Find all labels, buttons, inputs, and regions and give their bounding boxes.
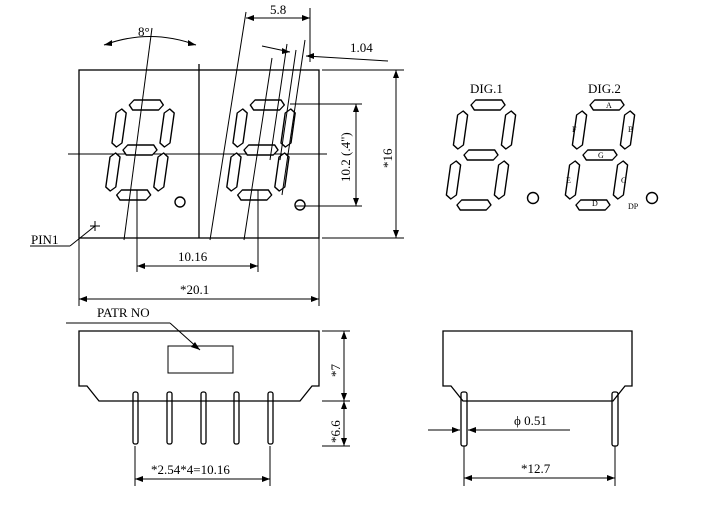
digit-pitch-label: 10.16 bbox=[178, 249, 208, 264]
side-body-outline bbox=[78, 330, 320, 402]
segment-e-label: E bbox=[566, 176, 571, 185]
segment-diagram: DIG.1 DIG.2 A B C D E F G DP bbox=[445, 81, 659, 211]
pin-diameter-label: ϕ 0.51 bbox=[514, 413, 547, 428]
slant-offset-label: 1.04 bbox=[350, 40, 373, 55]
front-digit-1-dp bbox=[174, 196, 186, 208]
row-spacing-label: *12.7 bbox=[521, 461, 551, 476]
end-body-outline bbox=[442, 330, 633, 402]
label-digit-2-dp bbox=[645, 191, 659, 205]
pin-length-label: *6.6 bbox=[328, 420, 343, 443]
part-number-box bbox=[167, 345, 234, 374]
segment-dp-label: DP bbox=[628, 202, 639, 211]
segment-c-label: C bbox=[621, 176, 626, 185]
top-width-label: 5.8 bbox=[270, 2, 286, 17]
front-digit-2-dp bbox=[294, 199, 306, 211]
body-height-label: *7 bbox=[328, 364, 343, 378]
pin1-label: PIN1 bbox=[31, 232, 58, 247]
pin-pitch-label: *2.54*4=10.16 bbox=[151, 462, 230, 477]
segment-d-label: D bbox=[592, 199, 598, 208]
total-width-label: *20.1 bbox=[180, 282, 209, 297]
part-no-label: PATR NO bbox=[97, 305, 150, 320]
digit-height-label: 10.2 (.4") bbox=[338, 132, 353, 182]
front-digit-1 bbox=[104, 99, 176, 201]
end-view: ϕ 0.51 *12.7 bbox=[428, 330, 633, 486]
dig1-label: DIG.1 bbox=[470, 81, 503, 96]
angle-arc bbox=[103, 36, 197, 46]
slant-reference-lines bbox=[123, 11, 306, 241]
dig2-label: DIG.2 bbox=[588, 81, 621, 96]
angle-label: 8° bbox=[138, 24, 150, 39]
segment-g-label: G bbox=[598, 151, 604, 160]
side-pins bbox=[132, 391, 274, 445]
label-digit-1 bbox=[445, 99, 517, 211]
label-digit-1-dp bbox=[526, 191, 540, 205]
front-view: 8° 5.8 1.04 10.2 (.4") *16 PIN1 bbox=[30, 2, 404, 306]
side-view: PATR NO *7 *6.6 *2.54*4=10.16 bbox=[66, 305, 350, 486]
height-label: *16 bbox=[380, 148, 395, 168]
segment-b-label: B bbox=[628, 125, 633, 134]
segment-f-label: F bbox=[572, 125, 577, 134]
segment-a-label: A bbox=[606, 101, 612, 110]
